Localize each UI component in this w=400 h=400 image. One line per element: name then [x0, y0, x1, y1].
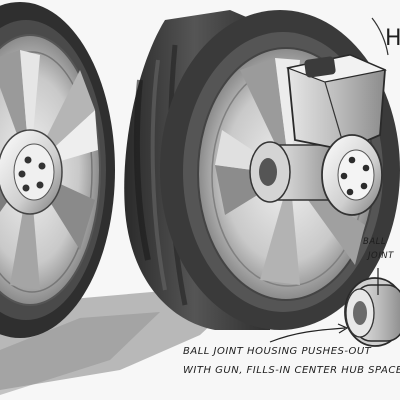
note-line-2: WITH GUN, FILLS-IN CENTER HUB SPACE — [183, 365, 400, 376]
ball-joint-label-line1: BALL — [363, 237, 387, 247]
right-wheel — [124, 10, 400, 330]
callout-leader — [269, 327, 346, 343]
ball-joint-detail — [344, 268, 400, 347]
note-line-1: BALL JOINT HOUSING PUSHES-OUT — [183, 346, 372, 357]
left-wheel — [0, 2, 115, 338]
corner-mark-text: H — [385, 26, 400, 51]
ball-joint-label-line2: JOINT — [368, 251, 394, 261]
